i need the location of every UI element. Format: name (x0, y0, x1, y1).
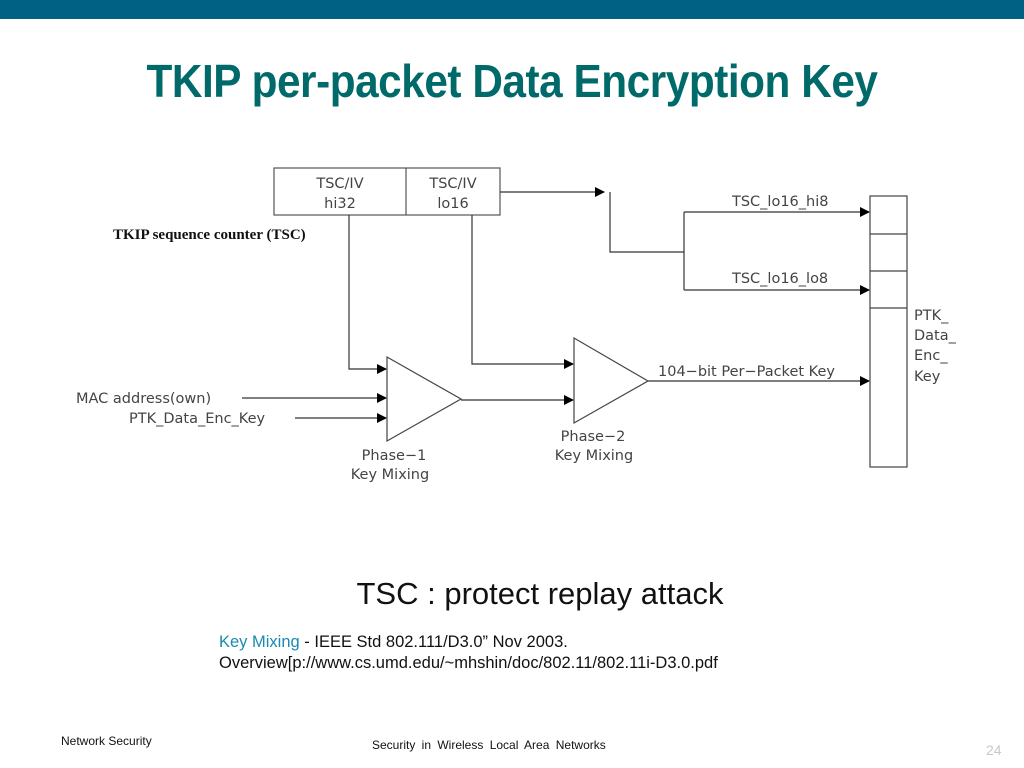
mac-address-label: MAC address(own) (76, 391, 211, 407)
slide-title: TKIP per-packet Data Encryption Key (146, 55, 878, 107)
reference-line-1: Key Mixing - IEEE Std 802.111/D3.0” Nov … (219, 632, 718, 653)
slide-subtitle: TSC : protect replay attack (356, 576, 724, 611)
tsc-hi32-label-2: hi32 (324, 196, 356, 212)
ptk-block-label-1: PTK_ (914, 308, 949, 324)
ptk-data-enc-key-block: PTK_ Data_ Enc_ Key (869, 195, 957, 468)
hi8-label: TSC_lo16_hi8 (731, 194, 828, 210)
ptk-block-label-2: Data_ (914, 328, 957, 344)
ptk-block-label-3: Enc_ (914, 348, 948, 364)
ptk-input-label: PTK_Data_Enc_Key (129, 411, 266, 427)
page-number: 24 (986, 742, 1002, 758)
key-mixing-link[interactable]: Key Mixing (219, 633, 300, 651)
split-connector (609, 192, 684, 253)
tsc-box: TSC/IV hi32 TSC/IV lo16 (273, 167, 501, 216)
hi32-to-phase1 (348, 215, 387, 374)
phase1-label-2: Key Mixing (351, 467, 429, 483)
tsc-lo16-label-2: lo16 (437, 196, 468, 212)
phase2-mixer (573, 336, 650, 425)
ptk-block-label-4: Key (914, 369, 941, 385)
top-banner (0, 0, 1024, 19)
lo16-to-phase2 (471, 215, 574, 369)
phase1-label-1: Phase−1 (362, 448, 427, 464)
footer-center: Security in Wireless Local Area Networks (372, 738, 606, 752)
reference-block: Key Mixing - IEEE Std 802.111/D3.0” Nov … (219, 632, 718, 674)
phase2-label-1: Phase−2 (561, 429, 626, 445)
tsc-lo16-label-1: TSC/IV (428, 176, 476, 192)
per-packet-key-label: 104−bit Per−Packet Key (658, 364, 835, 380)
phase1-mixer (386, 355, 463, 443)
reference-line-1-text: - IEEE Std 802.111/D3.0” Nov 2003. (299, 633, 568, 651)
tsc-hi32-label-1: TSC/IV (315, 176, 363, 192)
footer-left: Network Security (61, 734, 152, 748)
lo8-label: TSC_lo16_lo8 (731, 271, 828, 287)
phase2-label-2: Key Mixing (555, 448, 633, 464)
ptk-block-outline (869, 195, 908, 468)
tsc-label: TKIP sequence counter (TSC) (113, 227, 306, 243)
reference-line-2: Overview[p://www.cs.umd.edu/~mhshin/doc/… (219, 654, 718, 672)
